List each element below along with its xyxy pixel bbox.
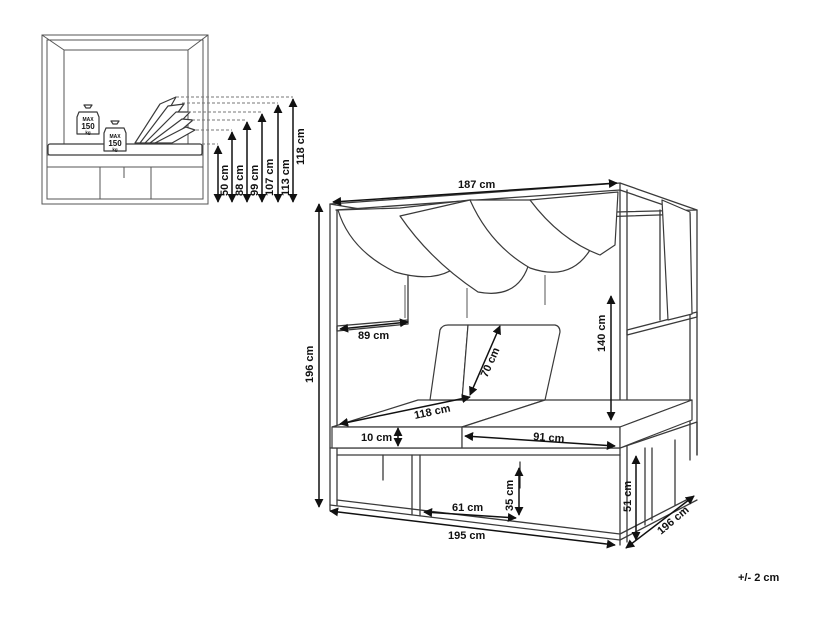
dim-total-height: 196 cm: [304, 345, 316, 383]
weight-badge-left: MAX 150 kg: [76, 104, 100, 135]
height-label-113: 113 cm: [280, 159, 292, 196]
svg-text:150: 150: [81, 122, 95, 131]
main-dimension-arrows: [314, 179, 695, 549]
height-label-99: 99 cm: [249, 165, 261, 196]
dim-lounger-width: 91 cm: [533, 431, 565, 445]
dim-leg-clearance: 35 cm: [504, 480, 516, 511]
dim-front-width: 195 cm: [448, 530, 486, 542]
dim-cushion: 10 cm: [361, 432, 392, 444]
height-label-118: 118 cm: [295, 128, 307, 165]
height-label-107: 107 cm: [264, 158, 276, 196]
dim-post-height: 140 cm: [596, 314, 608, 352]
svg-text:150: 150: [108, 139, 122, 148]
svg-text:kg: kg: [85, 130, 91, 135]
height-label-50: 50 cm: [219, 165, 231, 196]
dim-side-depth: 89 cm: [358, 330, 389, 342]
weight-badge-right: MAX 150 kg: [103, 120, 127, 152]
svg-text:MAX: MAX: [82, 117, 94, 123]
tolerance-note: +/- 2 cm: [738, 572, 780, 584]
dim-seat-height: 51 cm: [622, 481, 634, 512]
svg-text:kg: kg: [112, 147, 118, 152]
dim-top-width: 187 cm: [458, 179, 496, 191]
height-label-88: 88 cm: [234, 165, 246, 196]
dim-leg-gap: 61 cm: [452, 502, 483, 514]
side-view-thumbnail: MAX 150 kg MAX 150 kg 50 cm 88 cm 99 cm …: [41, 34, 307, 205]
svg-text:MAX: MAX: [109, 134, 121, 140]
